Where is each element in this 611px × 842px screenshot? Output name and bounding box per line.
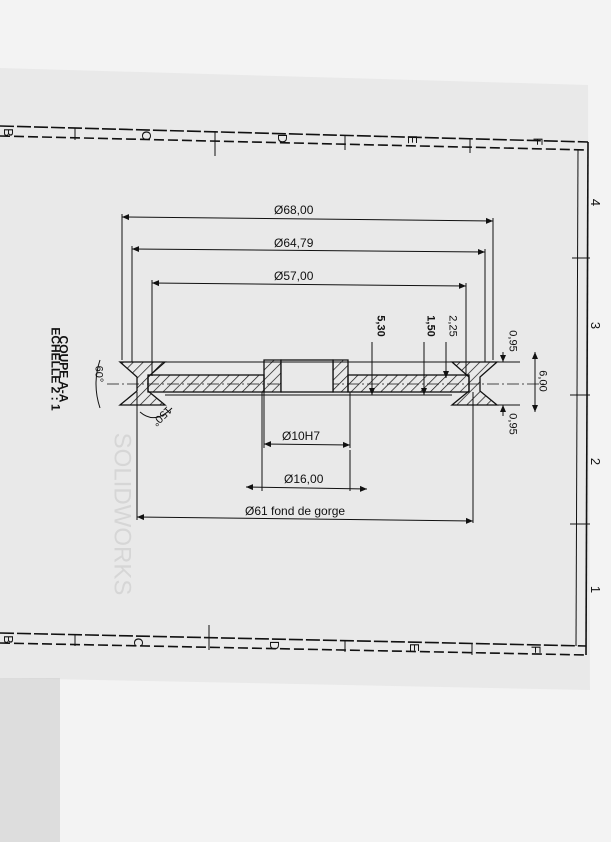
- pulley-section: [107, 359, 545, 406]
- zone-top-d: D: [275, 133, 291, 144]
- dim-hub-diameter: Ø16,00: [284, 472, 324, 486]
- hub-right: [332, 359, 349, 393]
- zone-bottom-e: E: [406, 643, 422, 652]
- dim-groove-angle: 60°: [92, 365, 105, 383]
- zone-right-1: 1: [588, 585, 604, 594]
- dimension-lines: [95, 214, 538, 524]
- dim-bottom-thickness: 0,95: [506, 413, 519, 435]
- dim-flange-diameter: Ø64,79: [274, 236, 314, 250]
- scale-label: ECHELLE 2 : 1: [48, 327, 63, 411]
- dim-web-height: 5,30: [374, 315, 387, 337]
- dim-top-thickness: 0,95: [506, 330, 519, 352]
- dim-web-diameter: Ø57,00: [274, 269, 314, 283]
- dim-groove-depth: 2,25: [446, 315, 459, 337]
- zone-top-e: E: [404, 135, 420, 144]
- dim-outer-diameter: Ø68,00: [274, 203, 314, 217]
- bore: [280, 359, 334, 393]
- web-left: [147, 374, 265, 393]
- zone-bottom-d: D: [267, 640, 283, 651]
- dim-bore-diameter: Ø10H7: [282, 429, 321, 443]
- left-flange: [118, 361, 167, 406]
- zone-top-f: F: [530, 137, 546, 146]
- zone-right-3: 3: [588, 321, 604, 330]
- zone-top-c: C: [139, 130, 155, 141]
- zone-bottom-c: C: [131, 637, 147, 648]
- scan-shadow: [0, 678, 60, 842]
- dim-total-width: 6,00: [536, 370, 549, 392]
- zone-right-2: 2: [588, 457, 604, 466]
- zone-bottom-b: B: [0, 635, 16, 644]
- right-flange: [450, 361, 499, 406]
- watermark: SOLIDWORKS: [108, 432, 136, 596]
- drawing-frame: [0, 125, 590, 656]
- dim-flange-thickness: 1,50: [424, 315, 437, 337]
- zone-top-b: B: [0, 128, 16, 137]
- hub-left: [263, 359, 282, 393]
- zone-bottom-f: F: [528, 645, 544, 654]
- zone-right-4: 4: [588, 198, 604, 207]
- dim-groove-diameter: Ø61 fond de gorge: [245, 504, 346, 518]
- web-right: [347, 374, 470, 393]
